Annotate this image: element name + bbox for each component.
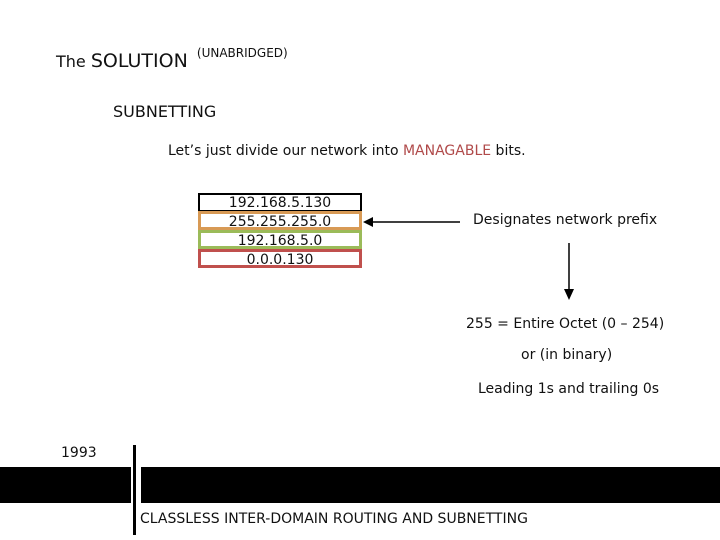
leading-note: Leading 1s and trailing 0s bbox=[478, 381, 660, 397]
network-address-box: 192.168.5.0 bbox=[198, 230, 362, 249]
title-main: SOLUTION bbox=[90, 50, 188, 72]
title-prefix: The bbox=[56, 52, 86, 71]
down-arrowhead bbox=[564, 289, 574, 300]
host-address-box: 0.0.0.130 bbox=[198, 249, 362, 268]
network-prefix-note: Designates network prefix bbox=[473, 212, 658, 228]
subheading: SUBNETTING bbox=[113, 102, 217, 121]
title-suffix: (UNABRIDGED) bbox=[196, 46, 288, 60]
intro-before: Let’s just divide our network into bbox=[168, 143, 403, 159]
timeline-year: 1993 bbox=[61, 445, 97, 461]
intro-highlight: MANAGABLE bbox=[402, 143, 492, 159]
ip-address-box: 192.168.5.130 bbox=[198, 193, 362, 212]
binary-note: or (in binary) bbox=[521, 347, 613, 363]
timeline-band-left bbox=[0, 467, 131, 503]
octet-note: 255 = Entire Octet (0 – 254) bbox=[466, 316, 665, 332]
timeline-marker bbox=[133, 445, 136, 535]
subnet-mask-box: 255.255.255.0 bbox=[198, 211, 362, 230]
intro-after: bits. bbox=[491, 143, 526, 159]
timeline-band-right bbox=[141, 467, 720, 503]
left-arrowhead bbox=[363, 217, 373, 227]
intro-text: Let’s just divide our network into MANAG… bbox=[168, 143, 526, 159]
timeline-caption: CLASSLESS INTER-DOMAIN ROUTING AND SUBNE… bbox=[140, 511, 528, 527]
slide-title: The SOLUTION (UNABRIDGED) bbox=[56, 46, 288, 72]
